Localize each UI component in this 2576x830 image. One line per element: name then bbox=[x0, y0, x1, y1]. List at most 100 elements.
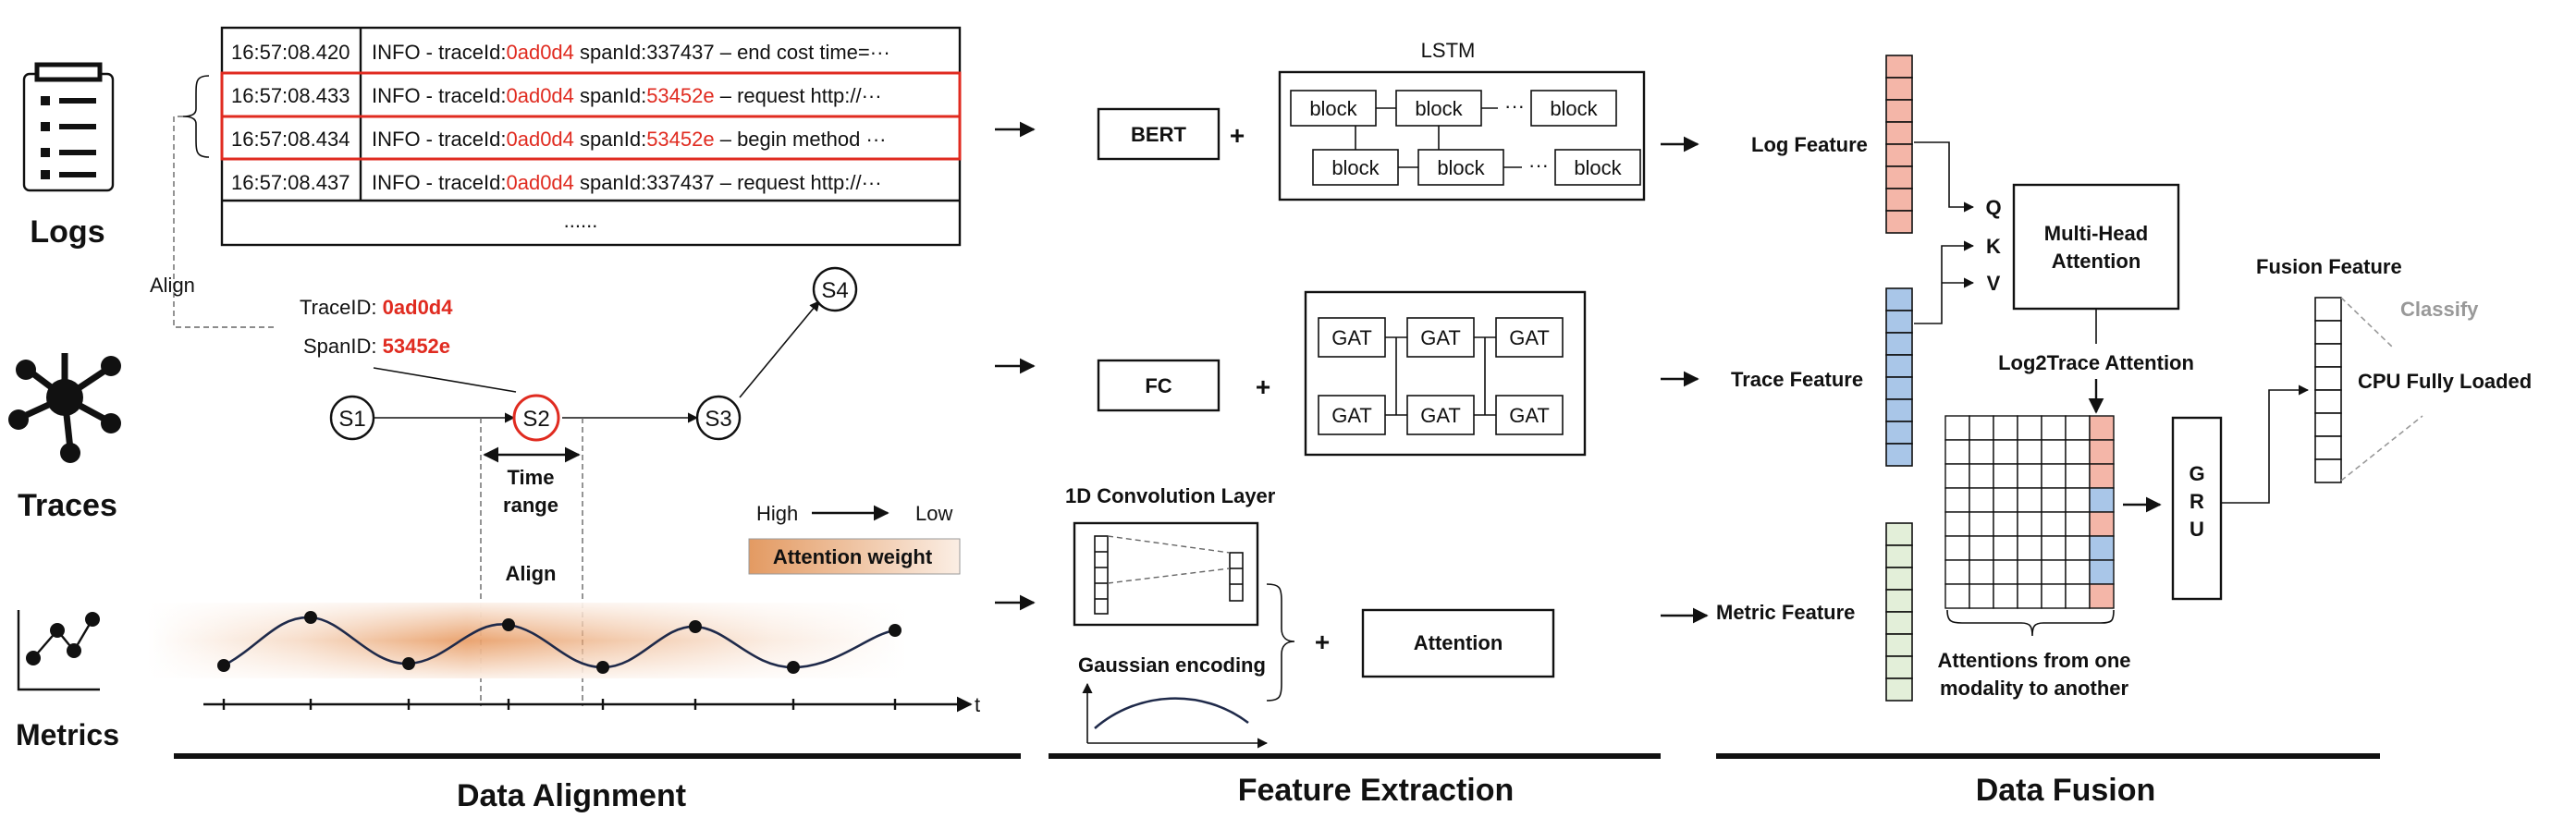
trace-feature-cell bbox=[1885, 421, 1913, 445]
metric-feature-cell bbox=[1885, 633, 1913, 657]
attention-matrix-cell bbox=[1969, 439, 1994, 465]
gru-box bbox=[2171, 416, 2223, 601]
bert-plus: + bbox=[1230, 121, 1245, 150]
attention-matrix-cell bbox=[2017, 535, 2042, 561]
conv-box bbox=[1073, 521, 1259, 627]
attention-matrix-cell bbox=[1944, 463, 1970, 489]
fusion-feature-vector bbox=[2314, 297, 2342, 483]
align-mid-label: Align bbox=[506, 562, 557, 585]
attention-matrix-cell bbox=[2089, 439, 2115, 465]
attention-matrix-cell bbox=[2065, 439, 2091, 465]
attention-label: Attention bbox=[1414, 631, 1503, 654]
metric-feature-label: Metric Feature bbox=[1716, 601, 1855, 624]
gat-box bbox=[1304, 290, 1587, 457]
prediction-label: CPU Fully Loaded bbox=[2358, 370, 2532, 393]
attn-caption-1: Attentions from one bbox=[1938, 649, 2131, 672]
lstm-blocks bbox=[1290, 90, 1641, 186]
attention-matrix-cell bbox=[2017, 511, 2042, 537]
attention-matrix-cell bbox=[2065, 487, 2091, 513]
attention-box bbox=[1361, 608, 1555, 678]
gru-to-fusion-arrow bbox=[2221, 384, 2310, 504]
attention-matrix-cell bbox=[2089, 559, 2115, 585]
gat-node-2: GAT bbox=[1420, 326, 1461, 349]
attention-matrix-cell bbox=[1969, 559, 1994, 585]
attention-matrix-cell bbox=[2065, 583, 2091, 609]
metric-feature-cell bbox=[1885, 611, 1913, 635]
fusion-feature-cell bbox=[2314, 412, 2342, 437]
log-feature-cell bbox=[1885, 210, 1913, 234]
lstm-block-5: block bbox=[1437, 156, 1485, 179]
attention-matrix-cell bbox=[2089, 415, 2115, 441]
attention-matrix-cell bbox=[2017, 439, 2042, 465]
attention-matrix-cell bbox=[2017, 559, 2042, 585]
metric-feature-cell bbox=[1885, 567, 1913, 591]
span-callout-line bbox=[373, 367, 517, 393]
log-row-3-message: INFO - traceId:0ad0d4 spanId:53452e – be… bbox=[372, 128, 886, 151]
span-s1-label: S1 bbox=[338, 407, 365, 432]
span-node-s3 bbox=[695, 395, 742, 441]
align-left-label: Align bbox=[150, 274, 195, 297]
fc-label: FC bbox=[1145, 374, 1171, 397]
attention-matrix-cell bbox=[1993, 535, 2018, 561]
log-feature-cell bbox=[1885, 188, 1913, 212]
q-label: Q bbox=[1985, 196, 2001, 219]
traces-label: Traces bbox=[18, 488, 117, 523]
bert-label: BERT bbox=[1131, 123, 1186, 146]
log-row-4-time: 16:57:08.437 bbox=[231, 171, 350, 194]
v-label: V bbox=[1987, 272, 2001, 295]
log-ellipsis: ...... bbox=[564, 209, 598, 232]
attention-matrix-cell bbox=[1993, 511, 2018, 537]
trace-graph: S1 S2 S3 S4 bbox=[329, 266, 858, 442]
align-dashed-link bbox=[173, 116, 277, 328]
gat-node-3: GAT bbox=[1509, 326, 1550, 349]
attention-matrix-cell bbox=[1969, 583, 1994, 609]
classify-label: Classify bbox=[2400, 298, 2479, 321]
log-row-2-message: INFO - traceId:0ad0d4 spanId:53452e – re… bbox=[372, 84, 882, 107]
lstm-dots-1: ··· bbox=[1504, 94, 1525, 117]
t-axis-label: t bbox=[975, 693, 980, 716]
gaussian-label: Gaussian encoding bbox=[1078, 653, 1266, 677]
fusion-feature-cell bbox=[2314, 297, 2342, 322]
k-label: K bbox=[1986, 235, 2001, 258]
trace-feature-cell bbox=[1885, 354, 1913, 378]
log2trace-label: Log2Trace Attention bbox=[1998, 351, 2194, 374]
bert-box bbox=[1097, 107, 1221, 161]
attention-matrix-cell bbox=[1944, 511, 1970, 537]
metric-feature-cell bbox=[1885, 589, 1913, 613]
attention-matrix-cell bbox=[1944, 559, 1970, 585]
trace-feature-cell bbox=[1885, 443, 1913, 467]
gat-node-1: GAT bbox=[1331, 326, 1372, 349]
attention-matrix-cell bbox=[2041, 487, 2067, 513]
lstm-box bbox=[1278, 70, 1646, 201]
attention-matrix-cell bbox=[2089, 535, 2115, 561]
trace-feature-cell bbox=[1885, 332, 1913, 356]
fusion-feature-cell bbox=[2314, 389, 2342, 414]
multi-head-attention-box bbox=[2012, 183, 2180, 311]
lstm-block-2: block bbox=[1415, 97, 1463, 120]
gat-grid bbox=[1318, 317, 1564, 435]
attention-matrix-cell bbox=[2065, 535, 2091, 561]
attention-matrix-cell bbox=[1993, 463, 2018, 489]
metric-feature-cell bbox=[1885, 677, 1913, 702]
attention-matrix-cell bbox=[2017, 583, 2042, 609]
trace-to-k-arrow bbox=[1914, 240, 1975, 324]
span-node-s1 bbox=[329, 395, 375, 441]
log-feature-cell bbox=[1885, 143, 1913, 167]
fc-plus: + bbox=[1256, 372, 1270, 401]
attention-matrix-cell bbox=[2065, 463, 2091, 489]
fusion-feature-cell bbox=[2314, 366, 2342, 391]
attention-matrix-cell bbox=[2041, 511, 2067, 537]
extraction-brace bbox=[1266, 583, 1295, 702]
trace-feature-vector bbox=[1885, 287, 1913, 467]
mha-label-1: Multi-Head bbox=[2044, 222, 2148, 245]
lstm-block-6: block bbox=[1574, 156, 1622, 179]
fusion-feature-cell bbox=[2314, 343, 2342, 368]
trace-feature-label: Trace Feature bbox=[1731, 368, 1863, 391]
span-node-s4 bbox=[812, 266, 858, 312]
mha-label-2: Attention bbox=[2052, 250, 2141, 273]
attention-matrix-cell bbox=[1969, 463, 1994, 489]
attention-matrix bbox=[1944, 415, 2115, 609]
attention-matrix-cell bbox=[2065, 511, 2091, 537]
lstm-dots-2: ··· bbox=[1528, 153, 1549, 177]
